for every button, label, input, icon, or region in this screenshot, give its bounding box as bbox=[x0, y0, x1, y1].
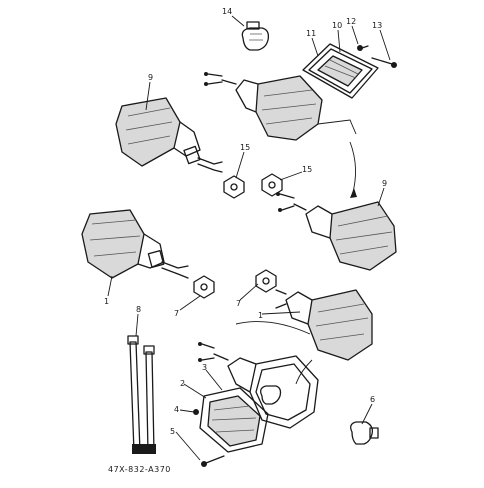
callout-labels: 14 10 11 12 13 9 15 15 9 1 7 7 1 8 2 3 4… bbox=[104, 7, 387, 474]
screw-4 bbox=[193, 409, 199, 415]
screw-13 bbox=[371, 57, 397, 68]
callout-6: 6 bbox=[370, 395, 375, 404]
callout-12: 12 bbox=[346, 17, 356, 26]
part-code: 47X-832-A370 bbox=[108, 465, 171, 474]
callout-7-left: 7 bbox=[174, 309, 179, 318]
lens-cover-lower bbox=[199, 387, 269, 453]
turn-signal-1-left bbox=[81, 209, 189, 279]
callout-4: 4 bbox=[174, 405, 179, 414]
callout-1-left: 1 bbox=[104, 297, 109, 306]
bulb-top bbox=[241, 21, 270, 51]
callout-9-right: 9 bbox=[382, 179, 387, 188]
screw-5 bbox=[201, 455, 225, 467]
callout-2: 2 bbox=[180, 379, 185, 388]
callout-5: 5 bbox=[170, 427, 175, 436]
callout-3: 3 bbox=[202, 363, 207, 372]
screw-12 bbox=[357, 45, 369, 51]
callout-1-right: 1 bbox=[258, 311, 263, 320]
bulb-lower-inner bbox=[260, 385, 282, 405]
callout-7-right: 7 bbox=[236, 299, 241, 308]
leader-lines bbox=[107, 15, 391, 461]
callout-15-right: 15 bbox=[302, 165, 312, 174]
strap-8 bbox=[127, 335, 156, 454]
lens-cover-top bbox=[302, 43, 379, 99]
callout-13: 13 bbox=[372, 21, 382, 30]
turn-signal-lower bbox=[198, 342, 319, 429]
turn-signal-1-right bbox=[275, 289, 373, 361]
callout-9-upper: 9 bbox=[148, 73, 153, 82]
turn-signal-top-center bbox=[204, 72, 323, 141]
callout-14: 14 bbox=[222, 7, 232, 16]
callout-15-left: 15 bbox=[240, 143, 250, 152]
callout-8: 8 bbox=[136, 305, 141, 314]
callout-10: 10 bbox=[332, 21, 342, 30]
bulb-6 bbox=[350, 421, 379, 445]
nut-15-right bbox=[261, 173, 283, 197]
nut-7-left bbox=[193, 275, 215, 299]
callout-11: 11 bbox=[306, 29, 316, 38]
turn-signal-9-upper bbox=[115, 97, 223, 173]
turn-signal-9-right bbox=[276, 192, 397, 271]
nut-15-left bbox=[223, 175, 245, 199]
nut-7-right bbox=[255, 269, 277, 293]
